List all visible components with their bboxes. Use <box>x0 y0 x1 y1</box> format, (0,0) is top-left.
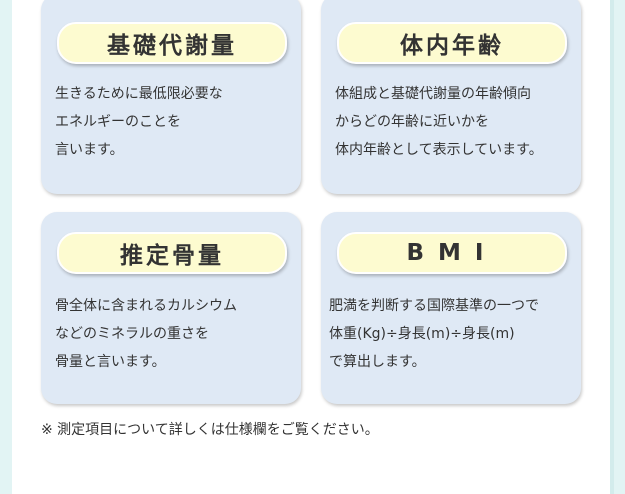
card-description: 生きるために最低限必要な エネルギーのことを 言います。 <box>55 80 295 164</box>
description-line: からどの年齢に近いかを <box>335 114 489 130</box>
description-line: などのミネラルの重さを <box>55 326 209 342</box>
card-description: 体組成と基礎代謝量の年齢傾向 からどの年齢に近いかを 体内年齢として表示していま… <box>335 80 575 164</box>
card-bone-mass: 推定骨量 骨全体に含まれるカルシウム などのミネラルの重さを 骨量と言います。 <box>41 212 301 404</box>
description-line: エネルギーのことを <box>55 114 181 130</box>
card-title: 推定骨量 <box>57 232 287 274</box>
card-title: 基礎代謝量 <box>57 22 287 64</box>
card-title: 体内年齢 <box>337 22 567 64</box>
card-description: 肥満を判断する国際基準の一つで 体重(Kg)÷身長(m)÷身長(m) で算出しま… <box>329 292 569 376</box>
card-body-age: 体内年齢 体組成と基礎代謝量の年齢傾向 からどの年齢に近いかを 体内年齢として表… <box>321 0 581 194</box>
card-description: 骨全体に含まれるカルシウム などのミネラルの重さを 骨量と言います。 <box>55 292 295 376</box>
description-line: 骨全体に含まれるカルシウム <box>55 298 237 314</box>
card-basal-metabolism: 基礎代謝量 生きるために最低限必要な エネルギーのことを 言います。 <box>41 0 301 194</box>
description-line: 体組成と基礎代謝量の年齢傾向 <box>335 86 531 102</box>
card-title: BMI <box>337 232 567 274</box>
description-line: 骨量と言います。 <box>55 354 166 370</box>
description-line: 体内年齢として表示しています。 <box>335 142 543 158</box>
description-line: 体重(Kg)÷身長(m)÷身長(m) <box>329 326 515 342</box>
description-line: で算出します。 <box>329 354 426 370</box>
footnote: ※ 測定項目について詳しくは仕様欄をご覧ください。 <box>41 422 379 438</box>
description-line: 生きるために最低限必要な <box>55 86 223 102</box>
page-edge <box>610 0 614 494</box>
description-line: 肥満を判断する国際基準の一つで <box>329 298 539 314</box>
card-bmi: BMI 肥満を判断する国際基準の一つで 体重(Kg)÷身長(m)÷身長(m) で… <box>321 212 581 404</box>
description-line: 言います。 <box>55 142 124 158</box>
